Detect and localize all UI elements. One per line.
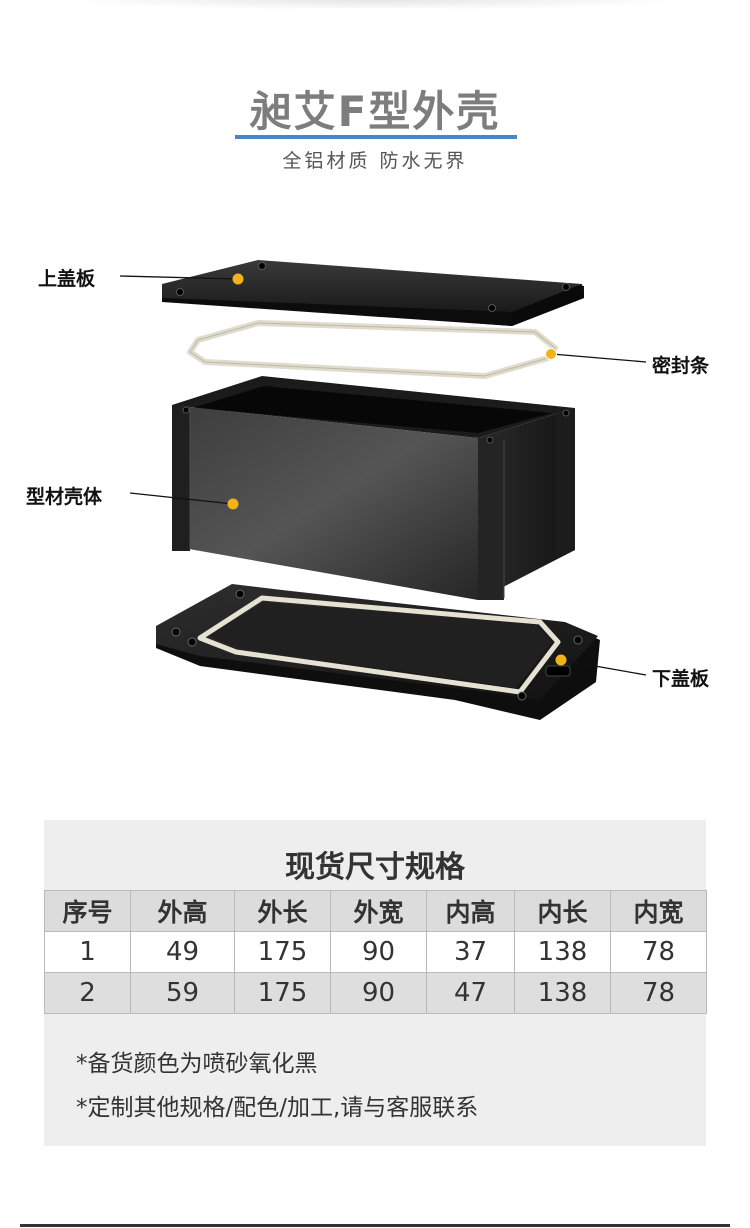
spec-table: 序号 外高 外长 外宽 内高 内长 内宽 1 49 175 90 37 138 … <box>44 890 707 1014</box>
shell-body <box>172 376 575 600</box>
table-cell: 59 <box>130 972 235 1014</box>
column-header: 外长 <box>234 890 331 932</box>
note-customization: *定制其他规格/配色/加工,请与客服联系 <box>76 1095 479 1121</box>
top-shadow <box>60 0 690 10</box>
table-cell: 37 <box>426 931 515 973</box>
bottom-cover-plate <box>156 584 600 720</box>
label-body: 型材壳体 <box>26 486 103 508</box>
enclosure-illustration <box>119 260 647 720</box>
spec-panel: 现货尺寸规格 序号 外高 外长 外宽 内高 内长 内宽 1 49 175 90 … <box>44 820 707 1146</box>
callout-dot-body <box>227 498 239 510</box>
top-cover-plate <box>162 260 584 326</box>
table-cell: 78 <box>610 972 707 1014</box>
table-cell: 49 <box>130 931 235 973</box>
label-bottom-cover: 下盖板 <box>652 668 710 690</box>
table-cell: 78 <box>610 931 707 973</box>
table-row: 2 59 175 90 47 138 78 <box>44 972 707 1014</box>
label-seal: 密封条 <box>652 355 710 377</box>
column-header: 外高 <box>130 890 235 932</box>
callout-dot-bottom-cover <box>555 654 567 666</box>
table-cell: 175 <box>234 972 331 1014</box>
page-subtitle: 全铝材质 防水无界 <box>282 150 468 172</box>
column-header: 序号 <box>44 890 131 932</box>
page-title: 昶艾F型外壳 <box>249 87 501 136</box>
column-header: 内高 <box>426 890 515 932</box>
column-header: 内长 <box>514 890 611 932</box>
callout-dot-seal <box>545 348 557 360</box>
table-cell: 138 <box>514 931 611 973</box>
callout-dot-top-cover <box>232 273 244 285</box>
title-underline <box>235 135 517 139</box>
table-cell: 47 <box>426 972 515 1014</box>
table-cell: 90 <box>330 972 427 1014</box>
table-cell: 175 <box>234 931 331 973</box>
note-stock-color: *备货颜色为喷砂氧化黑 <box>76 1051 318 1077</box>
callout-dots <box>227 273 567 666</box>
callout-lines <box>119 275 647 676</box>
table-header-row: 序号 外高 外长 外宽 内高 内长 内宽 <box>44 890 707 932</box>
column-header: 外宽 <box>330 890 427 932</box>
column-header: 内宽 <box>610 890 707 932</box>
exploded-view-diagram: 上盖板 密封条 型材壳体 下盖板 <box>0 200 750 760</box>
table-cell: 2 <box>44 972 131 1014</box>
seal-ring <box>187 320 558 379</box>
table-row: 1 49 175 90 37 138 78 <box>44 931 707 973</box>
label-top-cover: 上盖板 <box>38 268 96 290</box>
bottom-divider <box>20 1224 730 1227</box>
table-cell: 90 <box>330 931 427 973</box>
spec-title: 现货尺寸规格 <box>285 850 465 885</box>
table-cell: 138 <box>514 972 611 1014</box>
table-cell: 1 <box>44 931 131 973</box>
